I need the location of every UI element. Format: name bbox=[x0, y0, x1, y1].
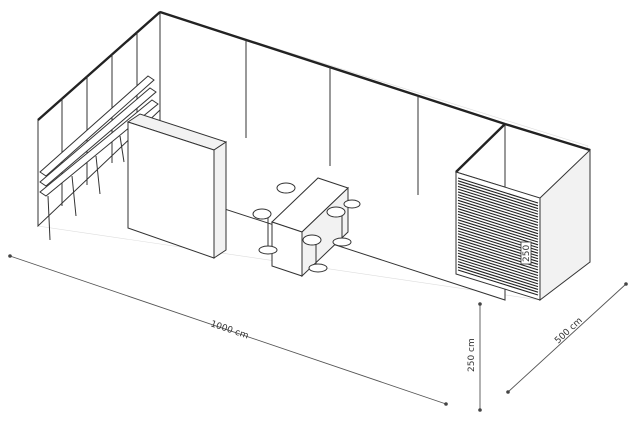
bar-stools bbox=[252, 182, 361, 273]
cabin-slat bbox=[457, 213, 539, 240]
cabin-slat bbox=[457, 219, 539, 246]
cabin-slat bbox=[457, 263, 539, 290]
width-label: 1000 cm bbox=[209, 319, 250, 341]
cabin-slat bbox=[457, 244, 539, 271]
cabin-slat bbox=[457, 261, 539, 288]
cabin-height-tag bbox=[520, 241, 532, 265]
depth-dimension: 500 cm bbox=[506, 282, 628, 394]
cabin-slat bbox=[457, 255, 539, 282]
height-label: 250 cm bbox=[467, 338, 477, 372]
cabin-slat bbox=[457, 183, 539, 210]
cabin-slat bbox=[457, 202, 539, 229]
cabin-slat bbox=[457, 185, 539, 212]
cabin-slat bbox=[457, 208, 539, 235]
cabin-slat bbox=[457, 269, 539, 296]
cabin-slat bbox=[457, 177, 539, 204]
cabin-slat bbox=[457, 249, 539, 277]
cabin-slat bbox=[457, 196, 539, 224]
back-wall bbox=[159, 10, 506, 301]
cabin-slat bbox=[457, 252, 539, 279]
display-wall bbox=[126, 113, 228, 259]
cabin-slat bbox=[457, 205, 539, 232]
height-dimension: 250 cm bbox=[467, 302, 482, 412]
cabin-slat bbox=[457, 216, 539, 243]
cabin-slat bbox=[457, 266, 539, 293]
cabin-slat bbox=[457, 247, 539, 274]
cabin-height-label: 250 bbox=[522, 245, 532, 262]
cabin-slat bbox=[457, 210, 539, 237]
cabin-slat bbox=[457, 194, 539, 221]
meeting-cabin: 250 bbox=[455, 122, 591, 302]
depth-label: 500 cm bbox=[553, 316, 585, 346]
cabin-slat bbox=[457, 191, 539, 218]
cabin-slat bbox=[457, 199, 539, 226]
cabin-slat bbox=[457, 188, 539, 215]
cabin-slat bbox=[457, 258, 539, 285]
cabin-slat bbox=[457, 180, 539, 207]
